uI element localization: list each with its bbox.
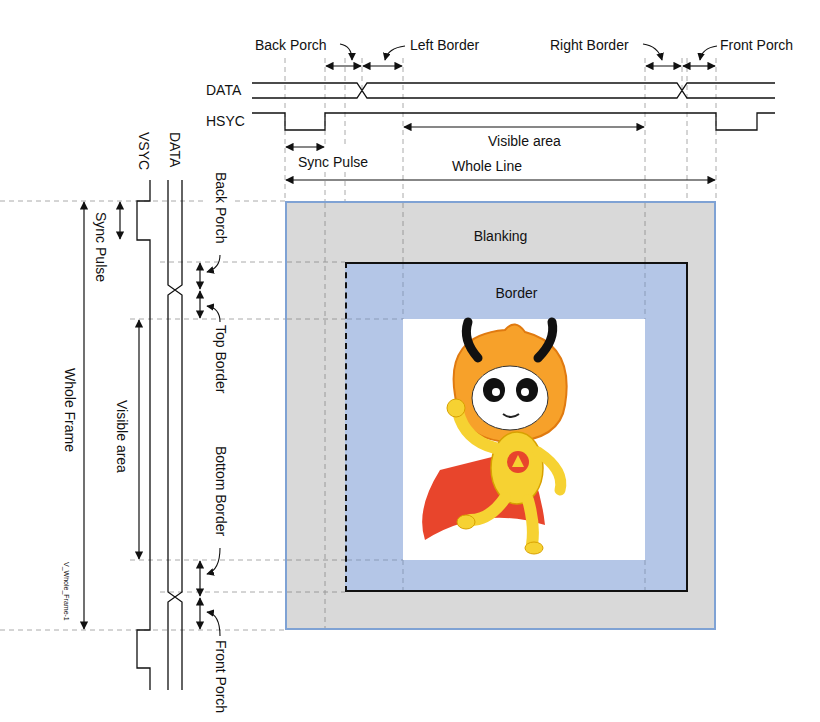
border-region: Border: [345, 262, 688, 592]
leader-arrows: [207, 44, 717, 636]
timing-label: Front Porch: [213, 640, 229, 713]
data-bus-v: [168, 180, 182, 690]
monkey-illustration: [422, 322, 567, 554]
timing-label: Back Porch: [255, 37, 327, 53]
blanking-region: Blanking: [285, 201, 716, 630]
timing-label: Bottom Border: [213, 446, 229, 536]
timing-label: Left Border: [410, 37, 479, 53]
region-title: Border: [347, 284, 686, 302]
dimension-label: Whole Line: [452, 158, 522, 174]
signal-name: DATA: [167, 132, 183, 167]
signal-name: VSYC: [136, 132, 152, 170]
timing-label: Right Border: [550, 37, 629, 53]
region-title: Blanking: [287, 227, 714, 245]
timing-label: Top Border: [213, 325, 229, 393]
signal-name: DATA: [206, 82, 241, 98]
dimension-label: Sync Pulse: [93, 212, 109, 282]
timing-label: Back Porch: [213, 172, 229, 244]
waveforms: [137, 83, 775, 690]
dimension-label: Visible area: [114, 400, 130, 473]
timing-label: Front Porch: [720, 37, 793, 53]
visible-image: [345, 262, 688, 592]
guide-lines: [0, 58, 716, 630]
note-label: V_Whole_Frame-1: [62, 562, 70, 621]
vsync-wave: [137, 180, 150, 690]
signal-name: HSYC: [206, 113, 245, 129]
dimension-arrows: [84, 66, 715, 629]
dimension-label: Visible area: [488, 133, 561, 149]
dimension-label: Sync Pulse: [298, 154, 368, 170]
dimension-label: Whole Frame: [62, 368, 78, 452]
data-bus-h: [252, 83, 775, 98]
hsync-wave: [252, 113, 775, 130]
